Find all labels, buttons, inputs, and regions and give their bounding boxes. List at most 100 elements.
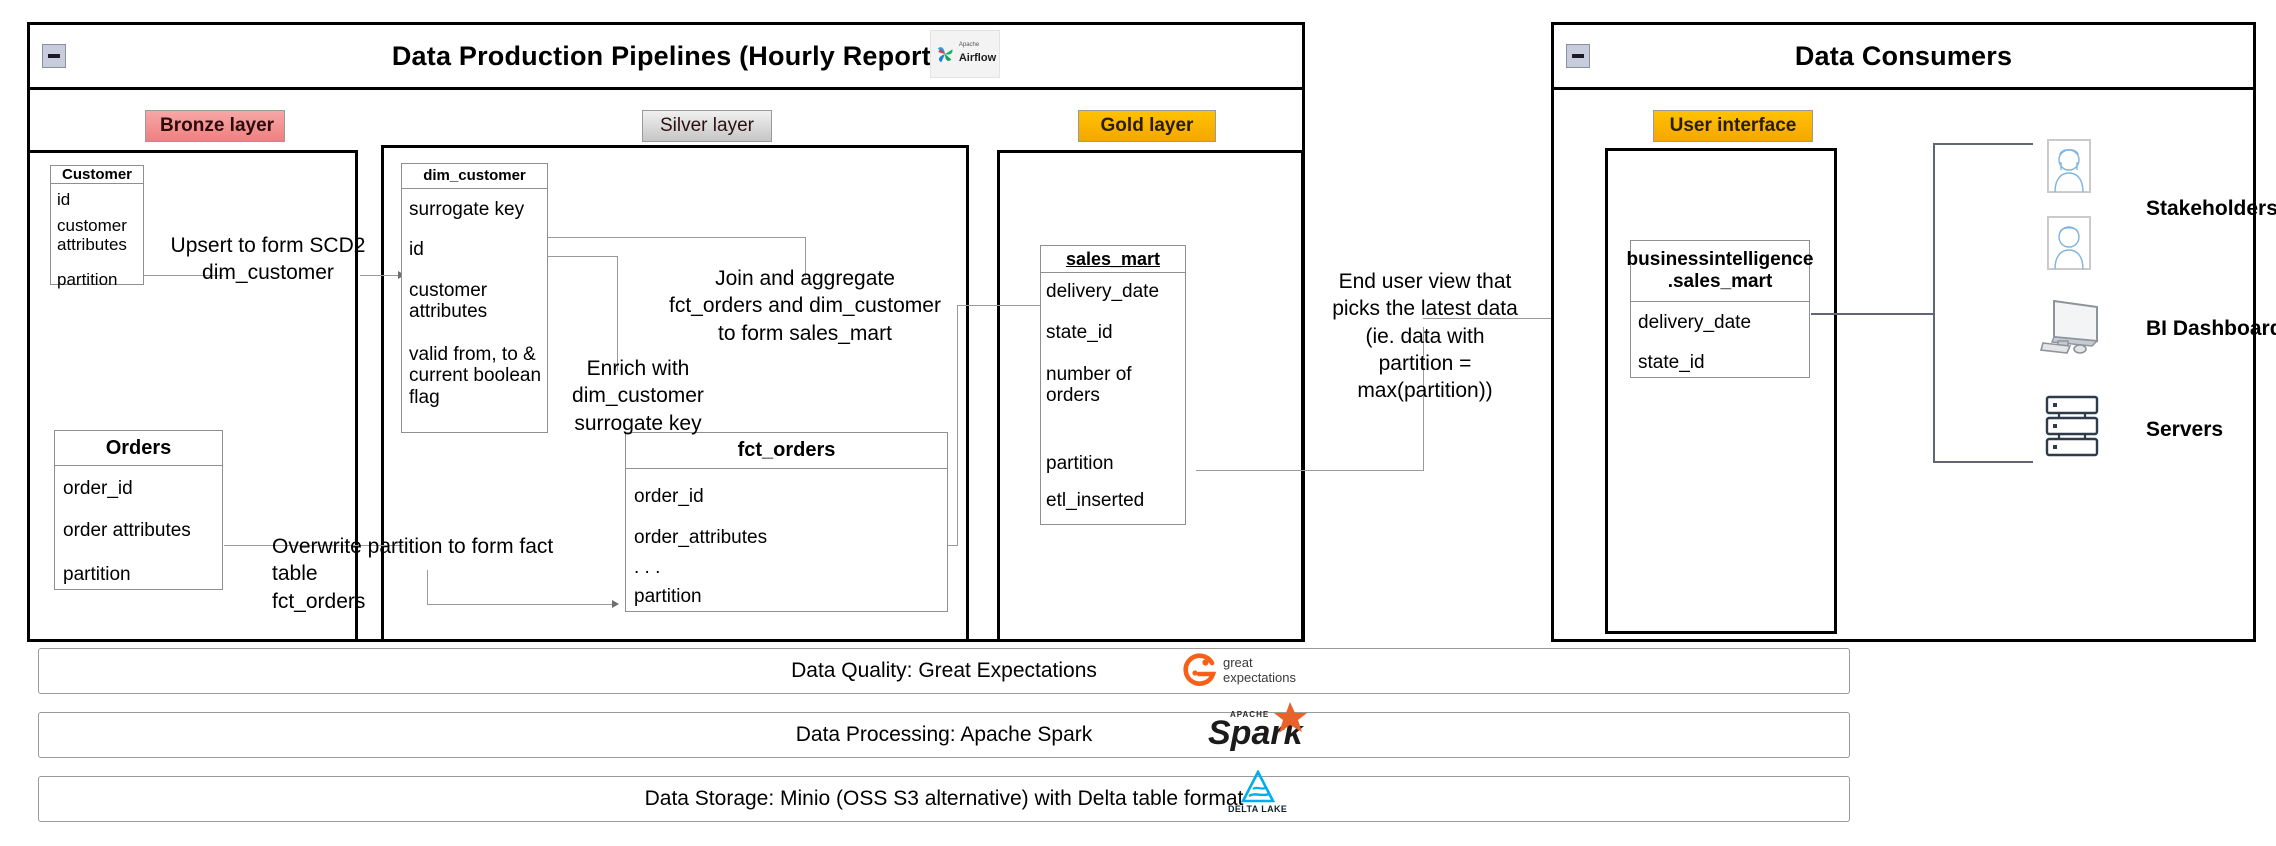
person-icon: [2047, 216, 2091, 270]
connector-orders-to-fct: [224, 545, 404, 546]
delta-lake-logo: DELTA LAKE: [1228, 770, 1287, 814]
field: partition: [57, 270, 118, 290]
servers-stack-icon: [2045, 395, 2099, 457]
foundation-bar-data-quality: Data Quality: Great Expectations: [38, 648, 1850, 694]
entity-sales-mart: sales_mart delivery_date state_id number…: [1040, 245, 1186, 525]
entity-orders-title: Orders: [55, 431, 222, 467]
edge-label-overwrite: Overwrite partition to form fact table f…: [272, 535, 554, 613]
consumers-panel-header: Data Consumers: [1554, 25, 2253, 90]
great-expectations-logo: great expectations: [1180, 652, 1296, 690]
field: customer: [57, 216, 127, 236]
pipelines-panel-header: Data Production Pipelines (Hourly Report…: [30, 25, 1302, 90]
great-expectations-wordmark: great expectations: [1223, 655, 1296, 686]
consumer-label-bi-dashboards: BI Dashboards: [2146, 317, 2276, 340]
great-expectations-mark-icon: [1183, 653, 1217, 686]
field: order_id: [634, 485, 704, 507]
edge-label-end-user-view: End user view that picks the latest data…: [1332, 270, 1518, 403]
minus-icon[interactable]: [1566, 44, 1590, 68]
entity-bi-sales-mart: businessintelligence .sales_mart deliver…: [1627, 240, 1813, 378]
foundation-bar-data-processing: Data Processing: Apache Spark: [38, 712, 1850, 758]
field: flag: [409, 386, 440, 408]
entity-bi-title-line2: .sales_mart: [1667, 271, 1773, 293]
connector-overwrite-h: [427, 604, 617, 605]
entity-bi-sales-mart-title: businessintelligence .sales_mart: [1627, 241, 1813, 303]
user-interface-frame: [1605, 148, 1837, 634]
foundation-bar-text: Data Quality: Great Expectations: [791, 659, 1097, 682]
airflow-pinwheel-icon: [937, 47, 953, 63]
consumer-bracket-top: [1933, 143, 2033, 145]
delta-lake-wordmark: DELTA LAKE: [1228, 804, 1288, 814]
consumers-panel-title: Data Consumers: [1794, 40, 2013, 71]
person-avatar-1-icon: [2047, 139, 2091, 193]
field: attributes: [409, 300, 488, 322]
entity-sales-mart-title: sales_mart: [1041, 246, 1185, 273]
airflow-logo-top-text: Apache: [958, 42, 980, 48]
bi-monitor-icon: [2039, 299, 2099, 354]
field: etl_inserted: [1046, 490, 1145, 512]
field: . . .: [634, 557, 661, 579]
silver-layer-badge: Silver layer: [642, 110, 772, 142]
field: valid from, to &: [409, 344, 536, 366]
entity-dim-customer-fields: surrogate key id customer attributes val…: [402, 189, 547, 432]
ge-line2: expectations: [1223, 670, 1296, 685]
connector-salesmart-to-view-h: [1196, 470, 1424, 471]
field: delivery_date: [1638, 312, 1752, 334]
spark-small-text: APACHE: [1230, 710, 1270, 719]
connector-customer-to-dim: [143, 275, 223, 276]
monitor-icon: [2039, 297, 2102, 360]
field: current boolean: [409, 365, 542, 387]
gold-layer-badge: Gold layer: [1078, 110, 1216, 142]
entity-fct-orders-fields: order_id order_attributes . . . partitio…: [626, 469, 947, 611]
field: order attributes: [63, 520, 191, 542]
entity-customer-title: Customer: [51, 166, 143, 185]
connector-dim-to-join-h: [548, 237, 805, 238]
minus-icon[interactable]: [42, 44, 66, 68]
connector-dim-to-join-v: [805, 237, 806, 277]
consumer-bracket-stem: [1811, 313, 1935, 315]
connector-view-to-bi-h: [1423, 318, 1638, 319]
entity-fct-orders-title: fct_orders: [626, 433, 947, 469]
apache-airflow-logo: Apache Airflow: [930, 30, 1000, 78]
consumer-bracket-bottom: [1933, 461, 2033, 463]
entity-bi-title-line1: businessintelligence: [1626, 249, 1814, 271]
edge-label-upsert: Upsert to form SCD2 dim_customer: [170, 234, 366, 285]
consumer-label-servers: Servers: [2146, 418, 2224, 441]
field: partition: [634, 585, 702, 607]
field: order_attributes: [634, 527, 768, 549]
connector-fct-to-join-v: [957, 305, 958, 545]
field: id: [409, 239, 424, 261]
entity-orders: Orders order_id order attributes partiti…: [54, 430, 223, 590]
entity-sales-mart-fields: delivery_date state_id number of orders …: [1041, 273, 1185, 524]
entity-dim-customer-title: dim_customer: [402, 164, 547, 189]
field: partition: [63, 563, 131, 585]
connector-dim-to-enrich-h: [548, 256, 618, 257]
airflow-logo-text: Airflow: [958, 52, 997, 64]
connector-customer-to-dim-2: [360, 275, 401, 276]
field: order_id: [63, 478, 133, 500]
connector-join-to-salesmart: [957, 305, 1045, 306]
connector-dim-to-enrich-v: [617, 256, 618, 371]
field: customer: [409, 279, 488, 301]
field: delivery_date: [1046, 281, 1160, 302]
edge-label-enrich: Enrich with dim_customer surrogate key: [572, 357, 704, 435]
foundation-bar-text: Data Storage: Minio (OSS S3 alternative)…: [644, 787, 1244, 810]
foundation-bar-text: Data Processing: Apache Spark: [795, 723, 1093, 746]
entity-customer: Customer id customer attributes partitio…: [50, 165, 144, 289]
edge-label-join: Join and aggregate fct_orders and dim_cu…: [669, 267, 941, 345]
field: number of: [1046, 363, 1132, 385]
foundation-bar-data-storage: Data Storage: Minio (OSS S3 alternative)…: [38, 776, 1850, 822]
field: orders: [1046, 384, 1100, 406]
field: state_id: [1046, 322, 1113, 344]
connector-salesmart-to-view-v: [1423, 327, 1424, 471]
entity-fct-orders: fct_orders order_id order_attributes . .…: [625, 432, 948, 612]
server-rack-icon: [2045, 395, 2101, 462]
field: surrogate key: [409, 199, 525, 220]
field: state_id: [1638, 351, 1705, 373]
entity-customer-fields: id customer attributes partition: [51, 184, 143, 293]
entity-orders-fields: order_id order attributes partition: [55, 466, 222, 589]
connector-overwrite-v: [427, 570, 428, 605]
field: partition: [1046, 453, 1114, 475]
apache-spark-logo: APACHE Spark: [1208, 700, 1307, 753]
pipelines-panel-title: Data Production Pipelines (Hourly Report…: [391, 40, 941, 71]
